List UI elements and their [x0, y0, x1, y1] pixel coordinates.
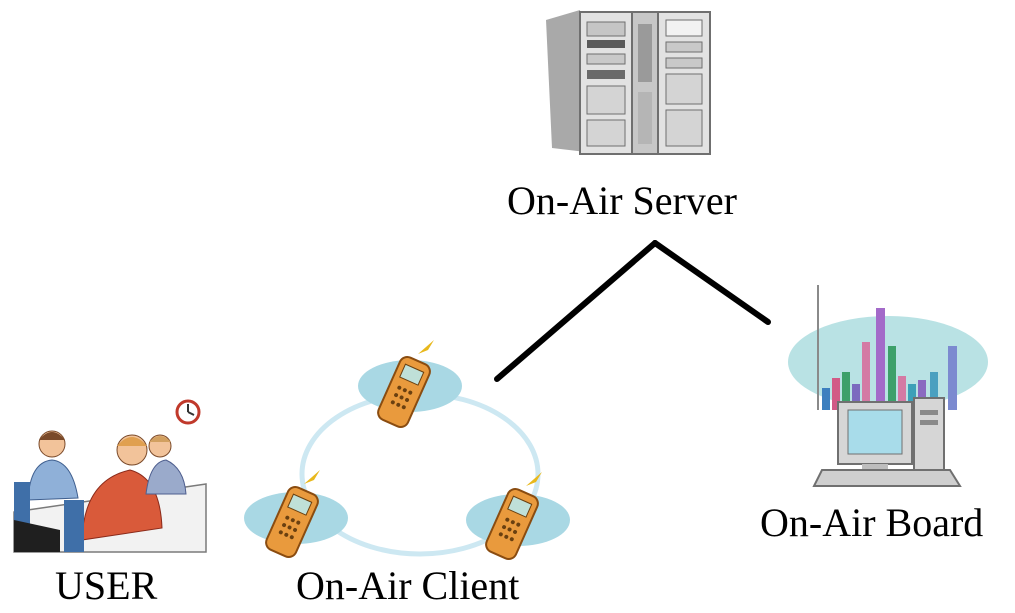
server-icon	[546, 10, 711, 155]
connection-lines	[494, 240, 771, 382]
link-client-server	[494, 240, 658, 382]
user-label: USER	[55, 563, 158, 608]
link-server-board	[652, 240, 771, 325]
server-label: On-Air Server	[507, 178, 737, 223]
office-people-icon	[13, 399, 207, 553]
computer-chart-icon	[788, 285, 988, 487]
mobile-phone-icon	[244, 340, 570, 561]
board-label: On-Air Board	[760, 500, 984, 545]
client-label: On-Air Client	[296, 563, 520, 608]
